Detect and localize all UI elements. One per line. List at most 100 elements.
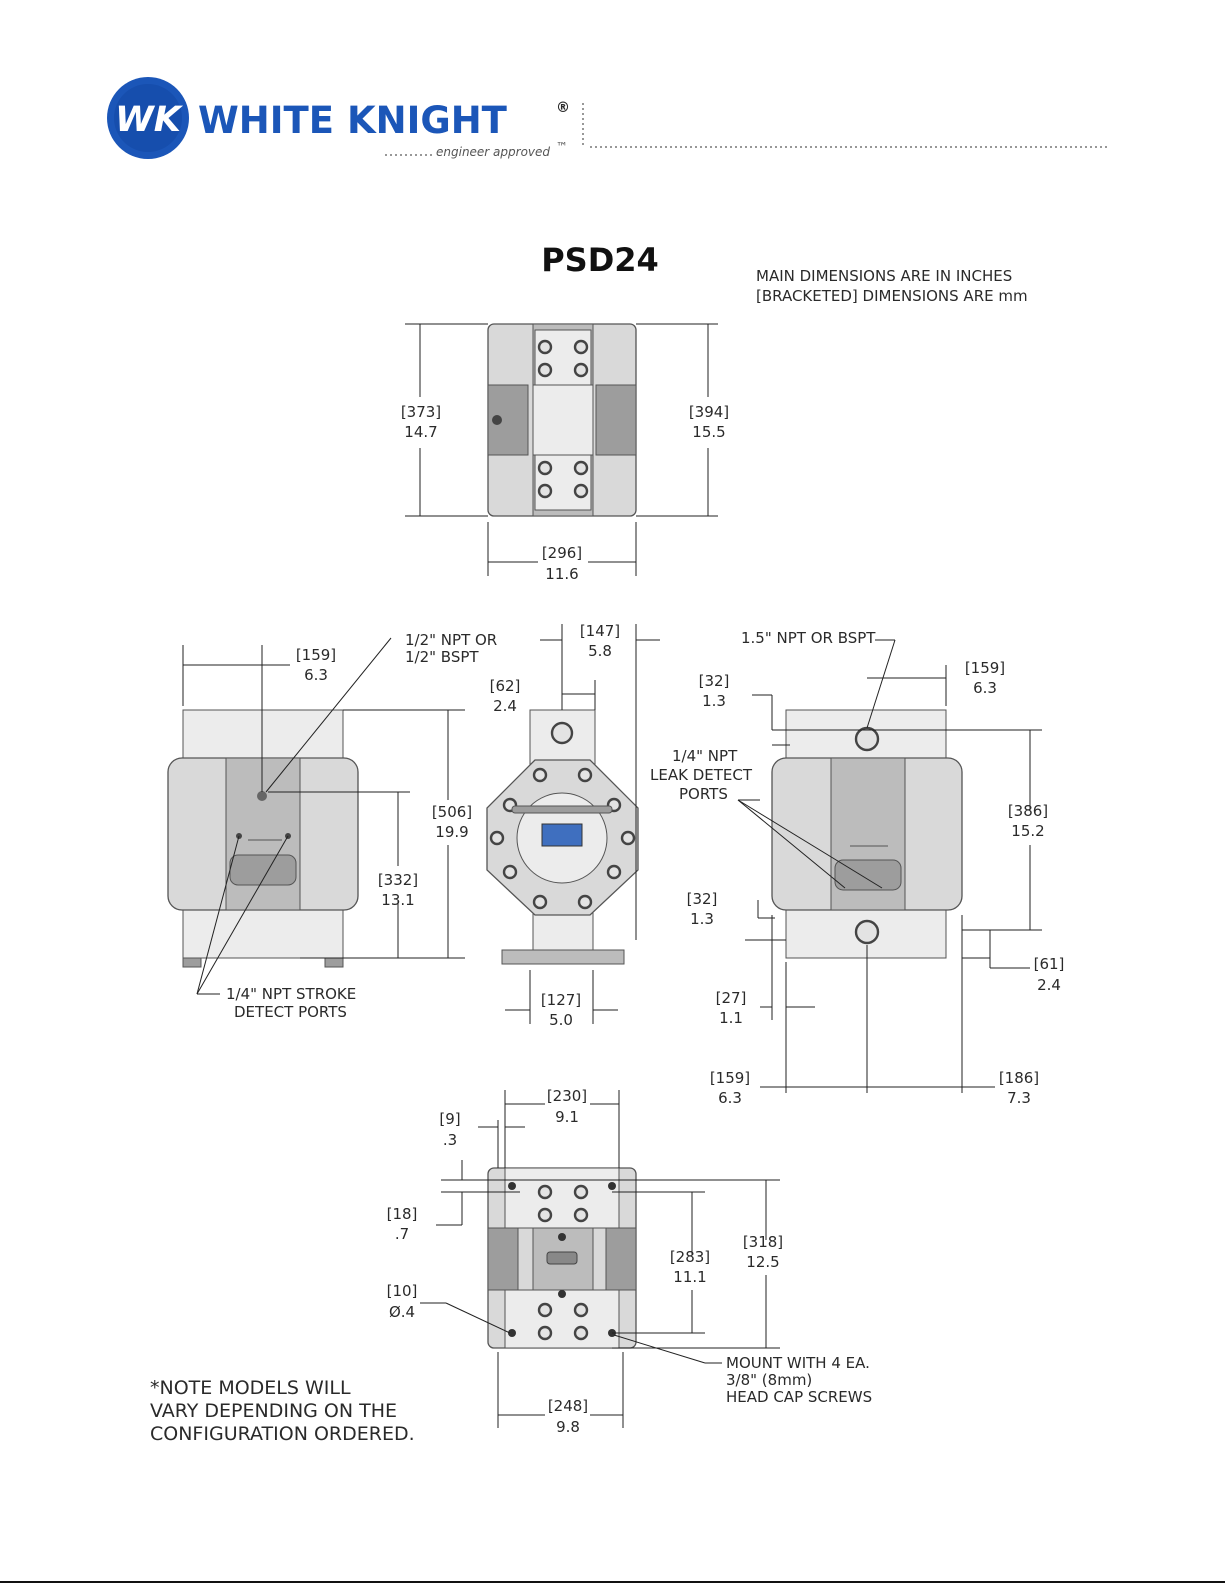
- units-note-line1: MAIN DIMENSIONS ARE IN INCHES: [756, 267, 1012, 285]
- dim-right-edge-in: 1.1: [719, 1009, 743, 1027]
- side-view-dimension-lines: [505, 624, 660, 1024]
- dim-bottom-row-offset-in: .7: [395, 1225, 409, 1243]
- dim-right-base-right: [186] 7.3: [999, 1069, 1039, 1107]
- dim-bottom-hole-in: Ø.4: [389, 1303, 415, 1321]
- dim-bottom-row-offset: [18] .7: [387, 1205, 418, 1243]
- dim-bottom-inner-height: [283] 11.1: [670, 1248, 710, 1286]
- dim-right-port-offset-in: 6.3: [973, 679, 997, 697]
- dim-side-depth-in: 5.8: [588, 642, 612, 660]
- dim-left-total-height-in: 19.9: [435, 823, 468, 841]
- units-note-line2: [BRACKETED] DIMENSIONS ARE mm: [756, 287, 1028, 305]
- dim-right-edge: [27] 1.1: [716, 989, 747, 1027]
- dim-side-base-width: [127] 5.0: [541, 991, 581, 1029]
- dim-bottom-outer-height-mm: [318]: [743, 1233, 783, 1251]
- dim-left-port-offset-in: 6.3: [304, 666, 328, 684]
- dim-side-outlet-width-in: 2.4: [493, 697, 517, 715]
- dim-top-width-in: 11.6: [545, 565, 578, 583]
- dim-right-height: [386] 15.2: [1008, 802, 1048, 840]
- callout-mount: MOUNT WITH 4 EA. 3/8" (8mm) HEAD CAP SCR…: [726, 1354, 872, 1406]
- left-front-view: [167, 709, 359, 968]
- dim-bottom-inset-mm: [9]: [439, 1110, 460, 1128]
- callout-leak-detect: 1/4" NPT LEAK DETECT PORTS: [650, 747, 753, 803]
- dim-bottom-row-offset-mm: [18]: [387, 1205, 418, 1223]
- dim-side-depth-mm: [147]: [580, 622, 620, 640]
- dim-bottom-outer-height-in: 12.5: [746, 1253, 779, 1271]
- dim-bottom-hole-mm: [10]: [387, 1282, 418, 1300]
- dim-bottom-base-width: [248] 9.8: [548, 1397, 588, 1436]
- dim-left-port-height: [332] 13.1: [378, 871, 418, 909]
- logo-mark: WK: [115, 100, 184, 140]
- bottom-view: [487, 1167, 637, 1349]
- dim-right-top-offset-mm: [32]: [699, 672, 730, 690]
- dim-right-bottom-offset: [32] 1.3: [687, 890, 718, 928]
- callout-main-port-text: 1.5" NPT OR BSPT: [741, 629, 876, 647]
- dim-left-port-height-mm: [332]: [378, 871, 418, 889]
- dim-right-bottom-offset-mm: [32]: [687, 890, 718, 908]
- bottom-view-dimension-lines: [420, 1090, 780, 1428]
- registered-mark: ®: [556, 100, 570, 116]
- footnote-line1: *NOTE MODELS WILL: [150, 1377, 351, 1399]
- callout-stroke-line2: DETECT PORTS: [234, 1003, 347, 1021]
- dim-side-base-width-in: 5.0: [549, 1011, 573, 1029]
- dim-bottom-inset-in: .3: [443, 1131, 457, 1149]
- dim-right-base-right-in: 7.3: [1007, 1089, 1031, 1107]
- callout-inlet-line1: 1/2" NPT OR: [405, 631, 497, 649]
- dim-left-total-height: [506] 19.9: [432, 803, 472, 841]
- dim-right-bottom-height-mm: [61]: [1034, 955, 1065, 973]
- dim-bottom-top-width: [230] 9.1: [547, 1087, 587, 1126]
- dim-side-depth: [147] 5.8: [580, 622, 620, 660]
- callout-stroke-line1: 1/4" NPT STROKE: [226, 985, 356, 1003]
- dim-bottom-inner-height-in: 11.1: [673, 1268, 706, 1286]
- dim-side-base-width-mm: [127]: [541, 991, 581, 1009]
- callout-leak-line3: PORTS: [679, 785, 728, 803]
- dim-top-height-left-in: 14.7: [404, 423, 437, 441]
- dim-bottom-top-width-mm: [230]: [547, 1087, 587, 1105]
- footnote-line2: VARY DEPENDING ON THE: [150, 1400, 397, 1422]
- dim-right-base-right-mm: [186]: [999, 1069, 1039, 1087]
- brand-name: WHITE KNIGHT: [198, 99, 508, 142]
- dim-right-bottom-height-in: 2.4: [1037, 976, 1061, 994]
- dim-side-outlet-width-mm: [62]: [490, 677, 521, 695]
- dim-top-height-right-in: 15.5: [692, 423, 725, 441]
- left-view-dimension-lines: [182, 637, 465, 995]
- dim-right-port-offset-mm: [159]: [965, 659, 1005, 677]
- dim-right-base-left: [159] 6.3: [710, 1069, 750, 1107]
- callout-mount-line1: MOUNT WITH 4 EA.: [726, 1354, 870, 1372]
- dim-right-height-mm: [386]: [1008, 802, 1048, 820]
- dim-right-base-left-mm: [159]: [710, 1069, 750, 1087]
- logo-circle-inner: [114, 84, 182, 152]
- dim-bottom-hole: [10] Ø.4: [387, 1282, 418, 1321]
- footnote: *NOTE MODELS WILL VARY DEPENDING ON THE …: [150, 1377, 415, 1445]
- callout-inlet: 1/2" NPT OR 1/2" BSPT: [405, 631, 497, 666]
- callout-mount-line2: 3/8" (8mm): [726, 1371, 812, 1389]
- tagline: engineer approved: [436, 145, 550, 159]
- tagline-tm: ™: [556, 140, 568, 154]
- dim-top-height-left-mm: [373]: [401, 403, 441, 421]
- top-view: [487, 323, 637, 517]
- dim-right-base-left-in: 6.3: [718, 1089, 742, 1107]
- dim-left-port-offset: [159] 6.3: [296, 646, 336, 684]
- logo-circle: [107, 77, 189, 159]
- dim-right-bottom-height: [61] 2.4: [1034, 955, 1065, 994]
- dim-top-height-right: [394] 15.5: [689, 403, 729, 441]
- dim-bottom-base-width-mm: [248]: [548, 1397, 588, 1415]
- dim-top-width: [296] 11.6: [542, 544, 582, 583]
- dim-bottom-base-width-in: 9.8: [556, 1418, 580, 1436]
- dim-bottom-inset: [9] .3: [439, 1110, 460, 1149]
- dim-side-outlet-width: [62] 2.4: [490, 677, 521, 715]
- dim-bottom-outer-height: [318] 12.5: [743, 1233, 783, 1271]
- dim-right-height-in: 15.2: [1011, 822, 1044, 840]
- dim-top-height-left: [373] 14.7: [401, 403, 441, 441]
- company-logo: WK WHITE KNIGHT ® engineer approved ™: [107, 77, 1108, 159]
- side-view: [486, 709, 639, 965]
- dim-right-top-offset-in: 1.3: [702, 692, 726, 710]
- callout-leak-line1: 1/4" NPT: [672, 747, 738, 765]
- dim-right-bottom-offset-in: 1.3: [690, 910, 714, 928]
- dim-top-height-right-mm: [394]: [689, 403, 729, 421]
- dim-left-port-offset-mm: [159]: [296, 646, 336, 664]
- right-view-dimension-lines: [737, 639, 1042, 1093]
- callout-stroke-detect: 1/4" NPT STROKE DETECT PORTS: [226, 985, 356, 1021]
- callout-inlet-line2: 1/2" BSPT: [405, 648, 479, 666]
- right-back-view: [771, 709, 963, 959]
